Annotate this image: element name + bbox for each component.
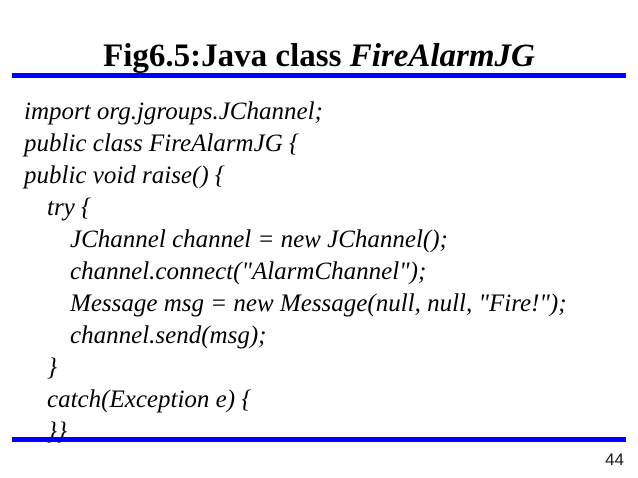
code-line: public class FireAlarmJG {: [24, 130, 299, 157]
page-title-italic: FireAlarmJG: [349, 38, 535, 75]
code-line: public void raise() {: [24, 162, 225, 189]
code-line: try {: [47, 194, 92, 221]
top-divider: [12, 73, 626, 78]
bottom-divider: [12, 437, 626, 442]
page-title-plain: Fig6.5:Java class: [103, 38, 350, 75]
code-line: Message msg = new Message(null, null, "F…: [70, 290, 567, 317]
page-number: 44: [605, 450, 624, 469]
code-block: import org.jgroups.JChannel; public class…: [24, 96, 624, 448]
code-line: catch(Exception e) {: [47, 386, 252, 413]
code-line: }: [47, 354, 57, 381]
page-title: Fig6.5:Java class FireAlarmJG: [0, 36, 638, 76]
code-line: }}: [47, 418, 67, 445]
code-line: JChannel channel = new JChannel();: [70, 226, 448, 253]
code-line: import org.jgroups.JChannel;: [24, 98, 323, 125]
code-line: channel.connect("AlarmChannel");: [70, 258, 427, 285]
code-line: channel.send(msg);: [70, 322, 267, 349]
